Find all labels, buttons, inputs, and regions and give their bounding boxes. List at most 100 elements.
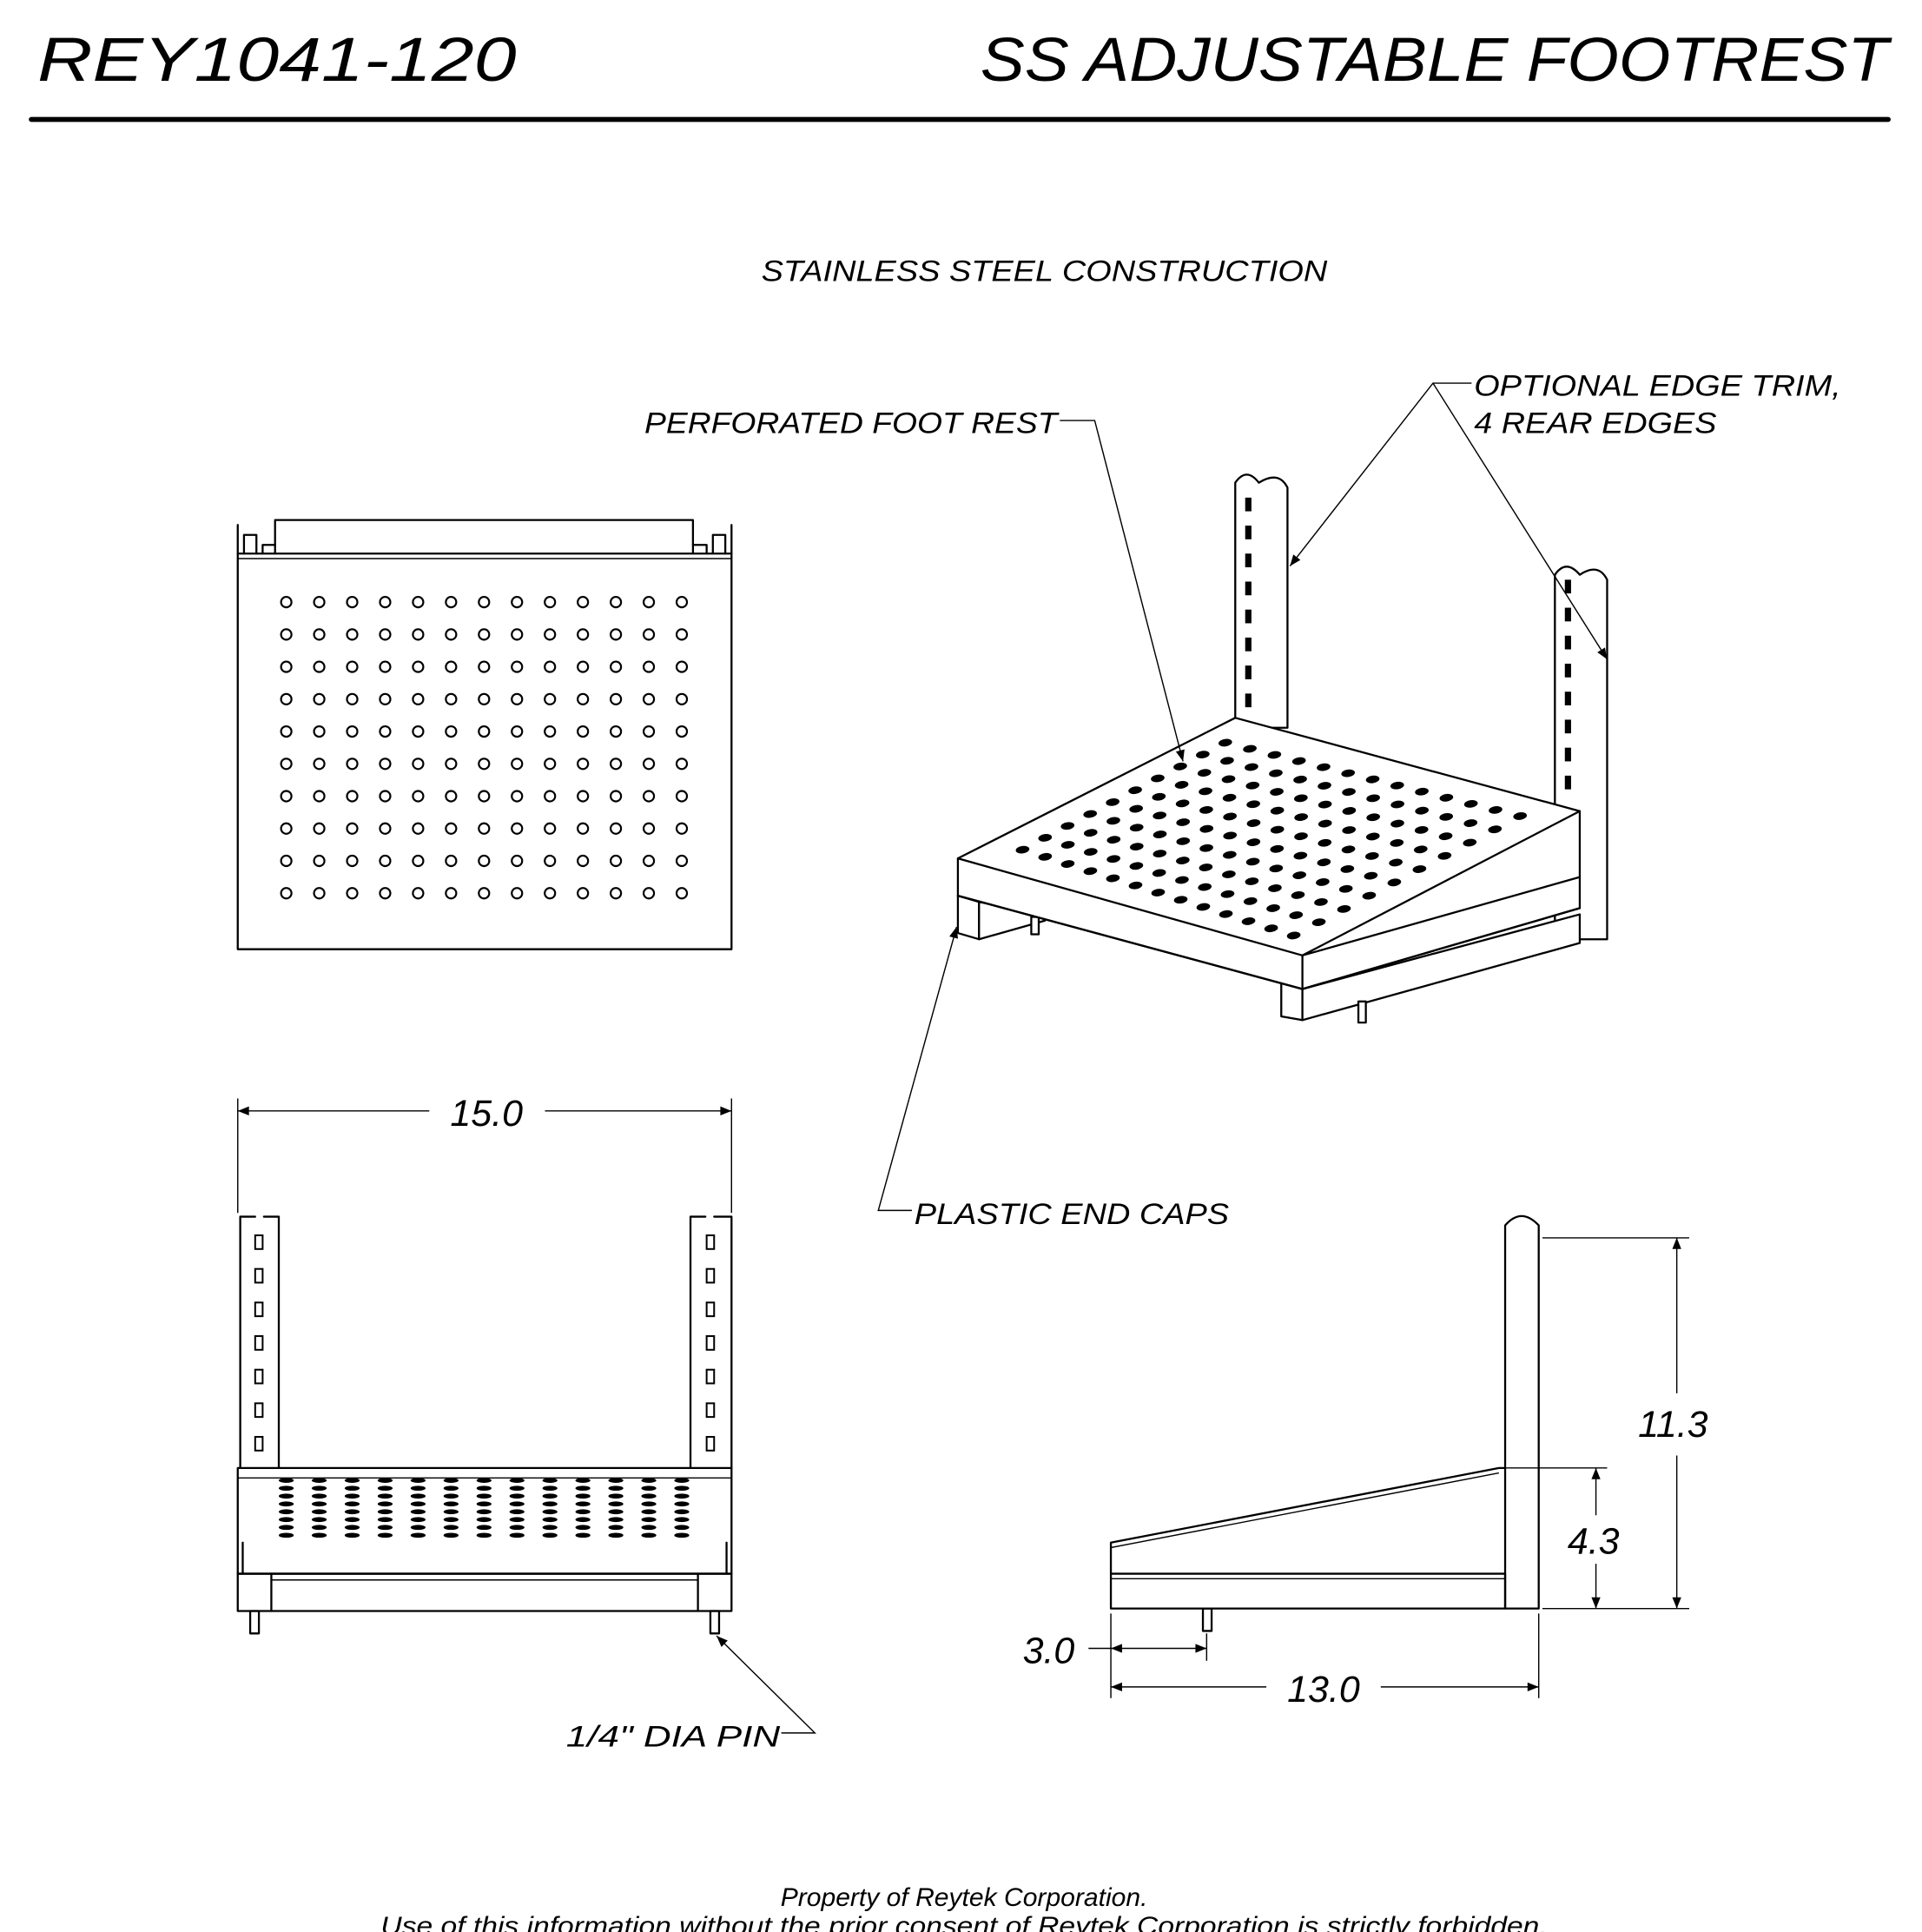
perforation-hole bbox=[675, 628, 689, 641]
perforation-hole bbox=[313, 887, 326, 900]
side-view: 11.3 4.3 3.0 13.0 bbox=[1023, 1214, 1708, 1710]
upright-slot bbox=[1564, 691, 1571, 705]
perforation-hole bbox=[544, 692, 557, 705]
perforation-hole bbox=[445, 724, 458, 738]
perforation-hole bbox=[379, 724, 392, 738]
perforation-hole bbox=[1223, 850, 1237, 859]
perforation-slot bbox=[279, 1525, 294, 1531]
perforation-slot bbox=[476, 1532, 492, 1538]
perforation-hole bbox=[1246, 838, 1261, 846]
perforation-hole bbox=[379, 790, 392, 803]
perforation-hole bbox=[379, 628, 392, 641]
perforation-hole bbox=[1083, 829, 1098, 837]
perforation-hole bbox=[280, 790, 293, 803]
perforation-slot bbox=[410, 1509, 426, 1515]
upright-slot bbox=[1245, 497, 1252, 512]
callout-perforated-label: PERFORATED FOOT REST bbox=[644, 407, 1060, 440]
perforation-hole bbox=[1294, 832, 1308, 841]
perforation-hole bbox=[1317, 763, 1331, 771]
callout-end-caps-label: PLASTIC END CAPS bbox=[915, 1198, 1229, 1231]
perforation-hole bbox=[1270, 825, 1285, 834]
perforation-hole bbox=[346, 822, 359, 835]
perforation-hole bbox=[610, 758, 623, 771]
perforation-hole bbox=[478, 758, 491, 771]
perforation-slot bbox=[410, 1517, 426, 1523]
perforation-hole bbox=[280, 596, 293, 609]
perforation-hole bbox=[675, 758, 689, 771]
perforation-hole bbox=[346, 758, 359, 771]
upright-slot bbox=[705, 1301, 716, 1318]
perforation-hole bbox=[675, 596, 689, 609]
perforation-hole bbox=[1129, 804, 1143, 813]
perforation-hole bbox=[642, 887, 656, 900]
perforation-hole bbox=[313, 854, 326, 868]
perforation-slot bbox=[377, 1525, 393, 1531]
perforation-hole bbox=[1176, 857, 1190, 864]
perforation-slot bbox=[674, 1493, 690, 1499]
perforation-hole bbox=[1218, 738, 1232, 747]
perforation-hole bbox=[544, 790, 557, 803]
upright-slot bbox=[1564, 579, 1571, 594]
perforation-hole bbox=[346, 724, 359, 738]
perforation-hole bbox=[478, 628, 491, 641]
perforation-hole bbox=[346, 790, 359, 803]
perforation-hole bbox=[346, 596, 359, 609]
perforation-slot bbox=[674, 1517, 690, 1523]
perforation-slot bbox=[311, 1525, 327, 1531]
part-number: REY1041-120 bbox=[37, 25, 517, 95]
perforation-hole bbox=[1196, 903, 1211, 911]
perforation-hole bbox=[346, 887, 359, 900]
perforation-slot bbox=[311, 1532, 327, 1538]
perforation-slot bbox=[443, 1517, 459, 1523]
callout-pin-label: 1/4" DIA PIN bbox=[566, 1721, 781, 1754]
perforation-slot bbox=[344, 1485, 360, 1492]
perforation-hole bbox=[577, 822, 590, 835]
top-view-perforations bbox=[280, 596, 689, 900]
perforation-hole bbox=[1106, 855, 1120, 863]
perforation-hole bbox=[478, 660, 491, 673]
perforation-hole bbox=[675, 854, 689, 868]
perforation-hole bbox=[675, 692, 689, 705]
perforation-hole bbox=[577, 854, 590, 868]
perforation-hole bbox=[1293, 851, 1308, 860]
perforation-hole bbox=[1513, 812, 1528, 820]
perforation-hole bbox=[1366, 813, 1380, 822]
perforation-hole bbox=[1286, 931, 1301, 940]
perforation-hole bbox=[280, 887, 293, 900]
perforation-hole bbox=[1245, 857, 1260, 866]
perforation-hole bbox=[1294, 794, 1308, 803]
perforation-slot bbox=[279, 1478, 294, 1484]
perforation-slot bbox=[509, 1478, 525, 1484]
perforation-hole bbox=[1175, 876, 1189, 884]
perforation-hole bbox=[610, 790, 623, 803]
perforation-hole bbox=[1413, 845, 1428, 854]
perforation-hole bbox=[1245, 877, 1259, 885]
perforation-hole bbox=[1269, 864, 1284, 873]
perforation-hole bbox=[313, 692, 326, 705]
perforation-hole bbox=[1366, 794, 1380, 803]
perforation-slot bbox=[542, 1493, 558, 1499]
perforation-hole bbox=[1270, 806, 1285, 815]
perforation-hole bbox=[1243, 897, 1258, 905]
perforation-hole bbox=[642, 758, 656, 771]
upright-slot bbox=[1564, 719, 1571, 734]
perforation-hole bbox=[1362, 891, 1377, 900]
perforation-slot bbox=[279, 1493, 294, 1499]
perforation-slot bbox=[641, 1493, 657, 1499]
front-view: 15.0 bbox=[236, 1093, 733, 1635]
perforation-hole bbox=[1245, 763, 1258, 771]
perforation-hole bbox=[1415, 806, 1429, 815]
upright-slot bbox=[1564, 747, 1571, 762]
perforation-slot bbox=[443, 1493, 459, 1499]
perforation-hole bbox=[1268, 884, 1282, 892]
perforation-hole bbox=[1106, 836, 1121, 844]
perforation-hole bbox=[1060, 822, 1075, 830]
upright-slot bbox=[1245, 526, 1252, 539]
perforation-hole bbox=[1489, 806, 1503, 814]
perforation-hole bbox=[379, 692, 392, 705]
callout-edge-trim: OPTIONAL EDGE TRIM, 4 REAR EDGES bbox=[1289, 369, 1841, 660]
perforation-hole bbox=[1175, 799, 1190, 808]
perforation-hole bbox=[412, 758, 425, 771]
perforation-hole bbox=[1153, 811, 1167, 820]
perforation-hole bbox=[610, 596, 623, 609]
